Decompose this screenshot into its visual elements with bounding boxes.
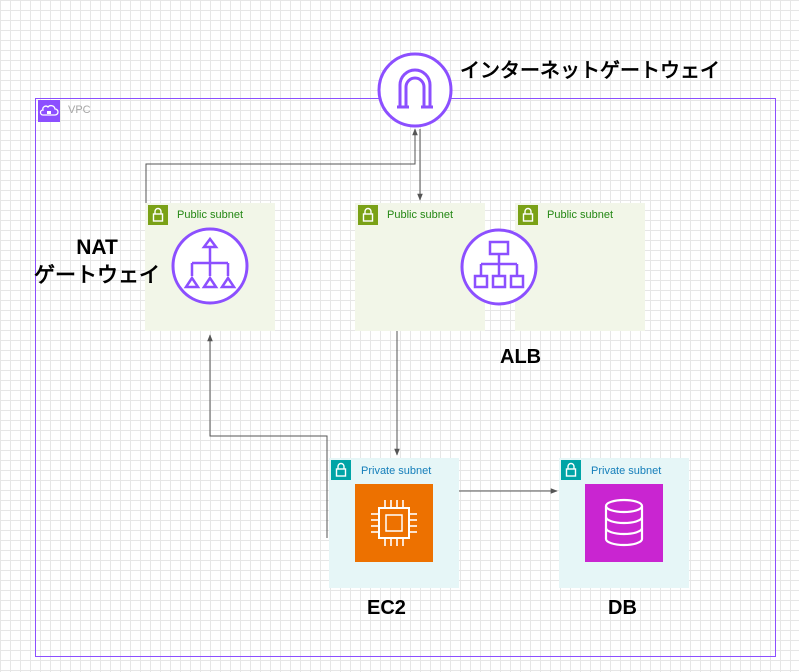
private-subnet-lock-icon xyxy=(331,460,351,480)
vpc-cloud-icon xyxy=(38,100,60,122)
public-subnet-lock-icon xyxy=(358,205,378,225)
nat-gateway-label-line1: NAT xyxy=(76,236,118,259)
db-label: DB xyxy=(608,597,637,619)
public-subnet-label: Public subnet xyxy=(387,209,454,221)
database-icon xyxy=(585,484,663,562)
alb-label: ALB xyxy=(500,346,542,368)
ec2-instance-icon xyxy=(355,484,433,562)
public-subnet-lock-icon xyxy=(148,205,168,225)
nat-gateway-icon xyxy=(170,226,250,306)
nat-gateway-label-line2: ゲートウェイ xyxy=(34,264,160,287)
private-subnet-lock-icon xyxy=(561,460,581,480)
internet-gateway-label: インターネットゲートウェイ xyxy=(460,60,720,82)
public-subnet-label: Public subnet xyxy=(547,209,614,221)
private-subnet-label: Private subnet xyxy=(361,465,432,477)
connector-ec2-to-nat xyxy=(207,334,328,538)
public-subnet-lock-icon xyxy=(518,205,538,225)
vpc-label: VPC xyxy=(68,104,91,116)
ec2-label: EC2 xyxy=(367,597,406,619)
load-balancer-icon xyxy=(459,227,539,307)
connector-nat-to-igw xyxy=(145,128,418,203)
internet-gateway-icon xyxy=(376,51,454,129)
private-subnet-label: Private subnet xyxy=(591,465,662,477)
public-subnet-label: Public subnet xyxy=(177,209,244,221)
